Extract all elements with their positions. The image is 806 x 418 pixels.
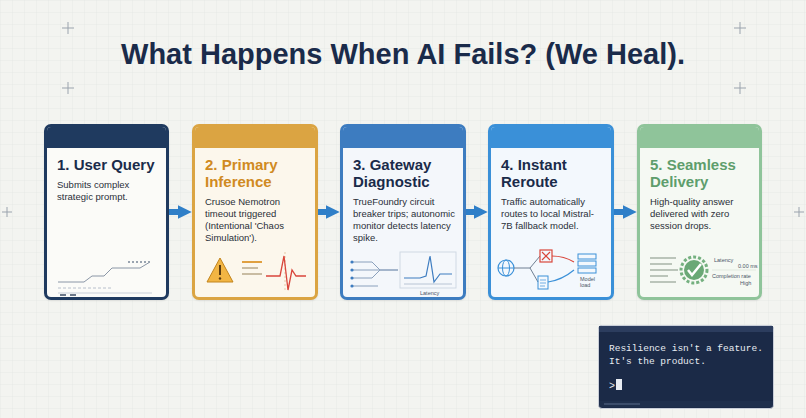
flow-arrow [169,209,184,215]
delivery-badge-icon-part [681,257,707,283]
step-heading: 1. User Query [47,148,166,177]
circuit-monitor-icon-part [352,270,398,271]
step-heading: 3. Gateway Diagnostic [343,148,463,194]
reroute-icon-part [578,268,596,273]
process-card: 1. User QuerySubmits complex strategic p… [44,124,169,300]
reroute-icon-part [530,268,538,282]
circuit-monitor-icon [350,252,456,288]
delivery-badge-icon [650,257,756,283]
terminal-chrome-part [599,401,773,407]
circuit-monitor-icon-part [350,260,353,263]
circuit-monitor-icon-part [404,284,452,285]
timeout-warning-icon [207,252,306,292]
circuit-monitor-icon-part [352,286,378,287]
terminal-text: Resilience isn't a feature. It's the pro… [609,342,765,368]
circuit-monitor-icon-part [352,262,398,270]
query-chart-icon-part [60,294,66,296]
step-description: Crusoe Nemotron timeout triggered (Inten… [195,194,315,244]
step-heading: 2. Primary Inference [195,148,315,194]
cross-mark [734,22,746,34]
cross-mark [794,207,804,217]
flow-arrow [318,209,332,215]
header-band [343,127,463,148]
header-band [640,127,759,148]
timeout-warning-icon-part [242,273,262,275]
step-description: Traffic automatically routes to local Mi… [491,194,611,232]
timeout-warning-icon-part [242,261,262,263]
timeout-warning-icon-part [242,267,258,269]
process-card: 5. Seamless DeliveryHigh-quality answer … [637,124,762,300]
flow-arrow [614,209,629,215]
delivery-badge-icon-part [684,260,704,280]
reroute-icon-part [514,256,540,268]
reroute-icon [498,250,596,289]
timeout-warning-icon-part [207,258,233,282]
terminal-box: Resilience isn't a feature. It's the pro… [598,325,774,409]
delivery-badge-icon-part [688,264,701,275]
reroute-icon-part [503,260,510,276]
timeout-warning-icon-part [219,277,221,279]
reroute-icon-part [552,256,574,262]
query-chart-icon-part [58,288,112,289]
circuit-monitor-icon-part [350,284,353,287]
delivery-badge-icon-part [650,258,678,282]
process-card: 2. Primary InferenceCrusoe Nemotron time… [192,124,318,300]
step-description: High-quality answer delivered with zero … [640,194,759,232]
reroute-icon-part [578,254,596,259]
reroute-icon-part [498,268,514,269]
reroute-icon-part [540,280,546,286]
step-heading: 4. Instant Reroute [491,148,611,194]
step-description: Submits complex strategic prompt. [47,177,166,203]
timeout-warning-icon-part [266,256,306,290]
reroute-icon-part [538,276,548,289]
cross-mark [734,82,746,94]
circuit-monitor-icon-part [400,252,456,288]
circuit-monitor-icon-part [350,268,353,271]
terminal-prompt: > [609,380,615,393]
process-card: 4. Instant RerouteTraffic automatically … [488,124,614,300]
circuit-monitor-icon-part [404,256,452,282]
step-description: TrueFoundry circuit breaker trips; auton… [343,194,463,244]
header-band [491,127,611,148]
step-heading: 5. Seamless Delivery [640,148,759,194]
timeout-warning-icon-part [285,252,286,292]
query-chart-icon-part [58,293,152,294]
cross-mark [62,22,74,34]
process-card: 3. Gateway DiagnosticTrueFoundry circuit… [340,124,466,300]
circuit-monitor-icon-part [350,276,353,279]
cross-mark [2,207,12,217]
circuit-monitor-icon-part [352,270,380,278]
delivery-badge-icon-part [712,270,756,271]
corner-crosses [2,22,804,217]
flow-arrow [466,209,480,215]
terminal-chrome-part [599,326,773,332]
timeout-warning-icon-part [219,265,221,275]
reroute-icon-part [578,261,596,266]
query-chart-icon-part [128,261,150,263]
reroute-icon-part [540,250,552,262]
diagram-title: What Happens When AI Fails? (We Heal). [121,38,685,71]
query-chart-icon-part [58,262,150,282]
terminal-chrome-part [604,404,640,405]
query-chart-icon-part [70,294,76,296]
terminal-cursor [616,379,622,390]
query-chart-icon [58,262,152,296]
reroute-icon-part [548,270,574,282]
header-band [195,127,315,148]
reroute-icon-part [542,252,550,260]
reroute-icon-part [498,260,514,276]
cross-mark [62,82,74,94]
terminal-chrome [599,326,773,407]
header-band [47,127,166,148]
